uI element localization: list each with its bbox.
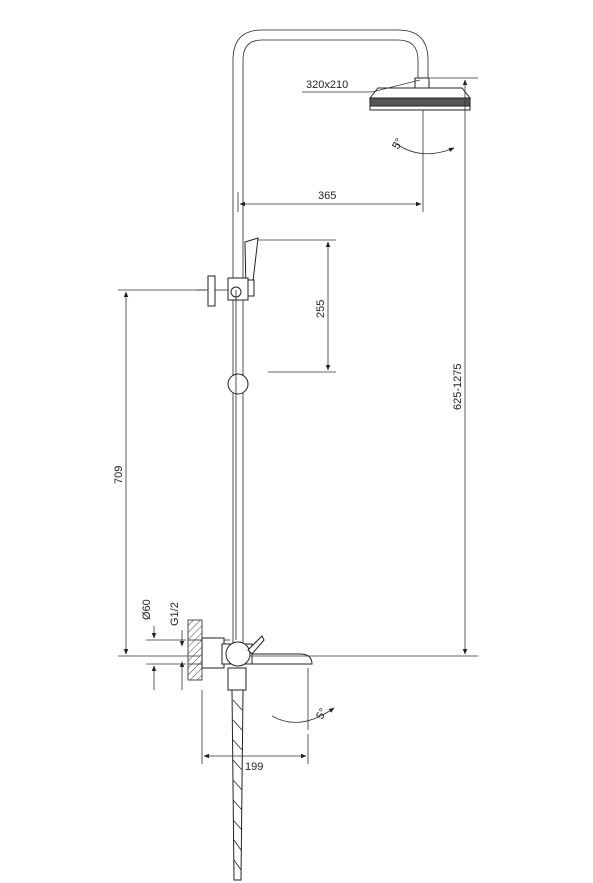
label-handset-height: 709: [113, 466, 125, 484]
dim-head-size: 320x210: [302, 79, 421, 93]
dim-bracket-height: 255: [258, 239, 336, 373]
label-head-size: 320x210: [306, 79, 348, 91]
mixer-valve: [201, 635, 313, 691]
label-tilt-top: 5°: [390, 136, 406, 151]
dim-column-height: 625-1275: [250, 77, 478, 657]
dim-thread: G1/2: [169, 602, 185, 690]
label-bracket-height: 255: [315, 300, 327, 318]
riser-pipe: [232, 29, 429, 650]
label-tilt-bottom: 5°: [314, 706, 330, 721]
label-arm-length: 365: [318, 190, 336, 202]
dim-pipe-diameter: Ø60: [141, 599, 186, 690]
dim-spout-projection: 199: [201, 690, 309, 773]
shower-head: [368, 77, 472, 111]
label-thread: G1/2: [169, 602, 181, 626]
dim-arm-length: 365: [237, 110, 424, 212]
dim-handset-height: 709: [113, 289, 206, 657]
dim-tilt-top: 5°: [390, 136, 455, 155]
label-pipe-diameter: Ø60: [141, 599, 153, 620]
dim-tilt-bottom: 5°: [271, 668, 335, 730]
label-spout-projection: 199: [245, 761, 263, 773]
slide-stop-knob: [227, 373, 249, 395]
label-column-height: 625-1275: [452, 364, 464, 411]
